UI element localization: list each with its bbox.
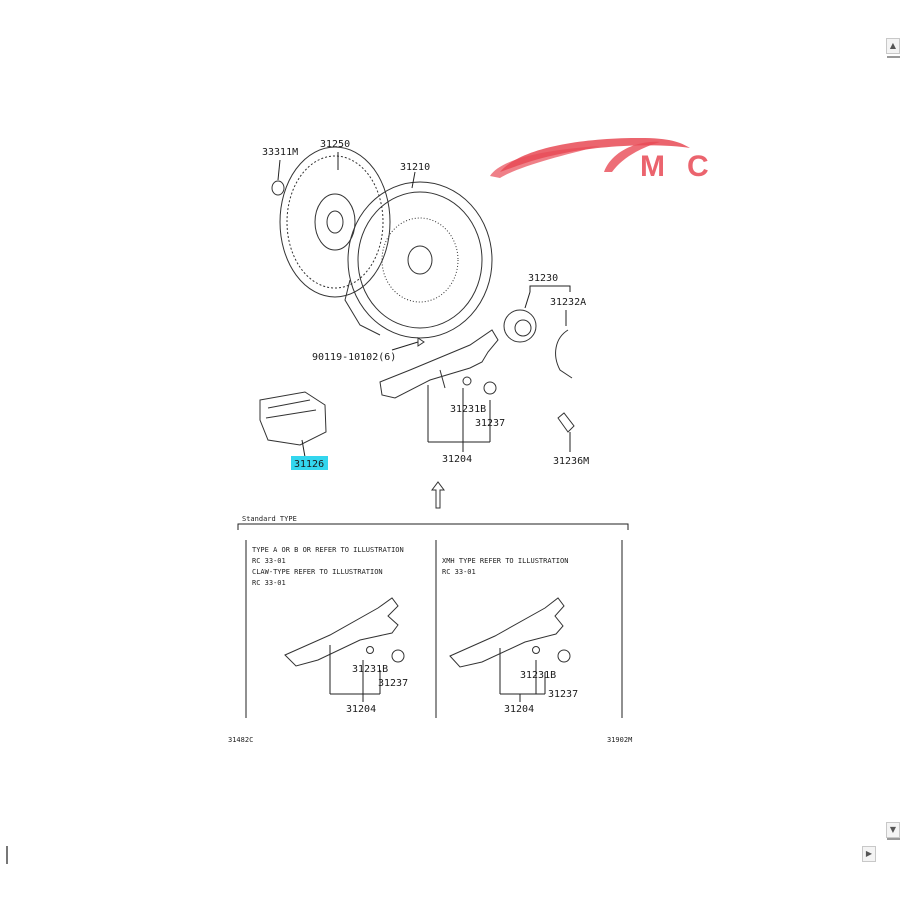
selected-part-highlight: [291, 456, 328, 470]
footer-code-right: 31902M: [607, 736, 632, 744]
label-31232a: 31232A: [550, 297, 586, 308]
footer-code-left: 31482C: [228, 736, 253, 744]
variant-right-fork: [449, 597, 571, 702]
horizontal-scrollbar-thumb[interactable]: [6, 846, 8, 864]
scrollbar-bottom-edge: [887, 838, 900, 840]
variant-right-note1: XMH TYPE REFER TO ILLUSTRATION: [442, 557, 568, 565]
mc-logo: MC: [490, 138, 731, 183]
pressure-plate: [344, 171, 493, 339]
variant-left-label-31204: 31204: [346, 704, 376, 715]
scroll-down-button[interactable]: ▼: [886, 822, 900, 838]
triangle-down-icon: ▼: [889, 825, 897, 834]
label-31237: 31237: [475, 418, 505, 429]
label-90119: 90119-10102(6): [312, 352, 396, 363]
triangle-up-icon: ▲: [889, 41, 897, 50]
label-31210: 31210: [400, 162, 430, 173]
scrollbar-top-edge: [887, 56, 900, 58]
release-bearing: [503, 285, 571, 343]
clutch-disc: [279, 146, 391, 298]
arrow-up-icon: [431, 481, 445, 509]
triangle-right-icon: ▶: [865, 849, 873, 858]
variant-right-label-31231b: 31231B: [520, 670, 556, 681]
fork-support: [557, 412, 575, 452]
release-clip: [555, 310, 573, 379]
label-33311m: 33311M: [262, 147, 298, 158]
fork-boot: [259, 391, 328, 470]
variant-left-note4: RC 33-01: [252, 579, 286, 587]
variant-left-label-31231b: 31231B: [352, 664, 388, 675]
label-31204: 31204: [442, 454, 472, 465]
scroll-right-button[interactable]: ▶: [862, 846, 876, 862]
variant-left-note1: TYPE A OR B OR REFER TO ILLUSTRATION: [252, 546, 404, 554]
variant-right-label-31204: 31204: [504, 704, 534, 715]
variant-box: Standard TYPE: [237, 515, 629, 718]
scroll-up-button[interactable]: ▲: [886, 38, 900, 54]
label-31230: 31230: [528, 273, 558, 284]
label-31250: 31250: [320, 139, 350, 150]
variant-header: Standard TYPE: [242, 515, 297, 523]
pilot-bearing: [271, 159, 285, 196]
clutch-bolts: [391, 337, 425, 351]
logo-text: MC: [640, 150, 731, 183]
variant-left-note2: RC 33-01: [252, 557, 286, 565]
variant-right-label-31237: 31237: [548, 689, 578, 700]
release-fork: [379, 329, 499, 399]
variant-left-note3: CLAW-TYPE REFER TO ILLUSTRATION: [252, 568, 383, 576]
label-31231b: 31231B: [450, 404, 486, 415]
variant-left-label-31237: 31237: [378, 678, 408, 689]
variant-right-note2: RC 33-01: [442, 568, 476, 576]
leader-lines: [427, 385, 491, 452]
variant-left-fork: [284, 597, 405, 702]
label-31126: 31126: [294, 459, 324, 470]
label-31236m: 31236M: [553, 456, 589, 467]
